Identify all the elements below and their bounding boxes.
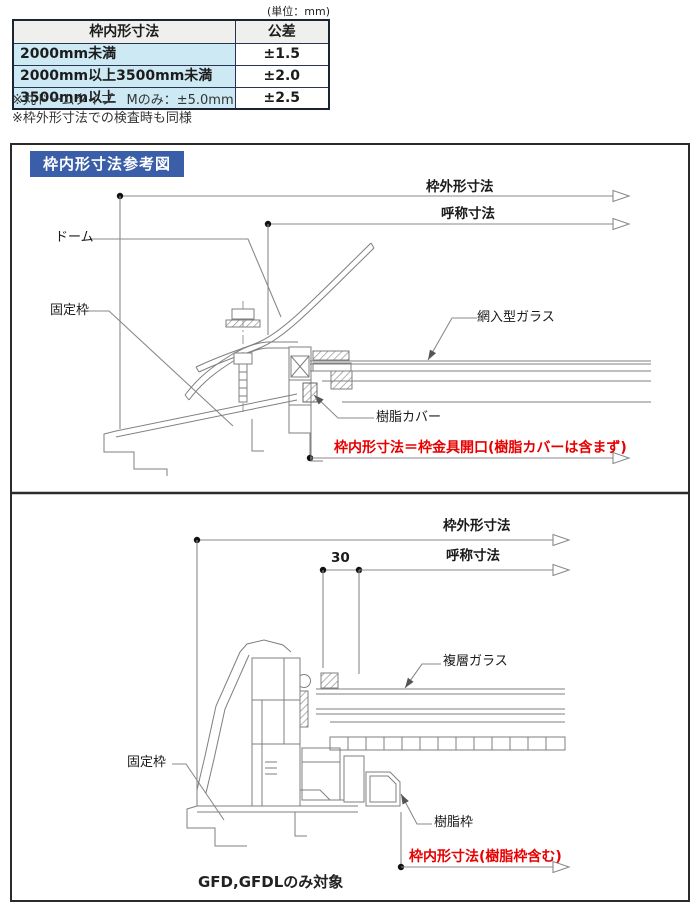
- table-row: 2000mm未満 ±1.5: [12, 42, 330, 66]
- notes-block: ※丸ドームタイプ Mのみ：±5.0mm ※枠外形寸法での検査時も同様: [12, 92, 234, 128]
- upper-nominal-dim-label: 呼称寸法: [441, 206, 495, 222]
- cell-dimension: 2000mm未満: [12, 42, 236, 66]
- note-dome-type: ※丸ドームタイプ Mのみ：±5.0mm: [12, 93, 234, 108]
- table-row: 2000mm以上3500mm未満 ±2.0: [12, 64, 330, 88]
- resin-frame-label: 樹脂枠: [434, 815, 474, 830]
- cell-dimension: 2000mm以上3500mm未満: [12, 64, 236, 88]
- tolerance-table: 枠内形寸法 公差 2000mm未満 ±1.5 2000mm以上3500mm未満 …: [12, 19, 330, 110]
- figure-title-badge: 枠内形寸法参考図: [30, 151, 185, 177]
- wired-glass-label: 網入型ガラス: [477, 310, 555, 325]
- lower-red-note: 枠内形寸法(樹脂枠含む): [409, 849, 562, 865]
- table-header-row: 枠内形寸法 公差: [12, 19, 330, 44]
- note-inspection: ※枠外形寸法での検査時も同様: [12, 111, 192, 126]
- dome-label: ドーム: [55, 230, 94, 245]
- table-row: 3500mm以上 ±2.5: [12, 86, 330, 110]
- lower-outer-dim-label: 枠外形寸法: [443, 518, 511, 534]
- lower-nominal-dim-label: 呼称寸法: [446, 548, 500, 564]
- cell-tolerance: ±1.5: [234, 42, 330, 66]
- unit-note: (単位：mm): [266, 5, 330, 18]
- double-glass-label: 複層ガラス: [443, 654, 508, 669]
- lower-fixed-frame-label: 固定枠: [127, 755, 167, 770]
- header-tolerance: 公差: [234, 19, 330, 44]
- figure-border-box: [10, 143, 690, 902]
- gfd-caption: GFD,GFDLのみ対象: [198, 873, 344, 891]
- upper-outer-dim-label: 枠外形寸法: [426, 179, 494, 195]
- resin-cover-label: 樹脂カバー: [376, 410, 442, 425]
- offset-30-label: 30: [331, 550, 350, 566]
- header-dimension: 枠内形寸法: [12, 19, 236, 44]
- upper-fixed-frame-label: 固定枠: [50, 303, 90, 318]
- cell-tolerance: ±2.5: [234, 86, 330, 110]
- cell-dimension: 3500mm以上: [12, 86, 236, 110]
- upper-red-note: 枠内形寸法＝枠金具開口(樹脂カバーは含まず): [334, 440, 627, 456]
- cell-tolerance: ±2.0: [234, 64, 330, 88]
